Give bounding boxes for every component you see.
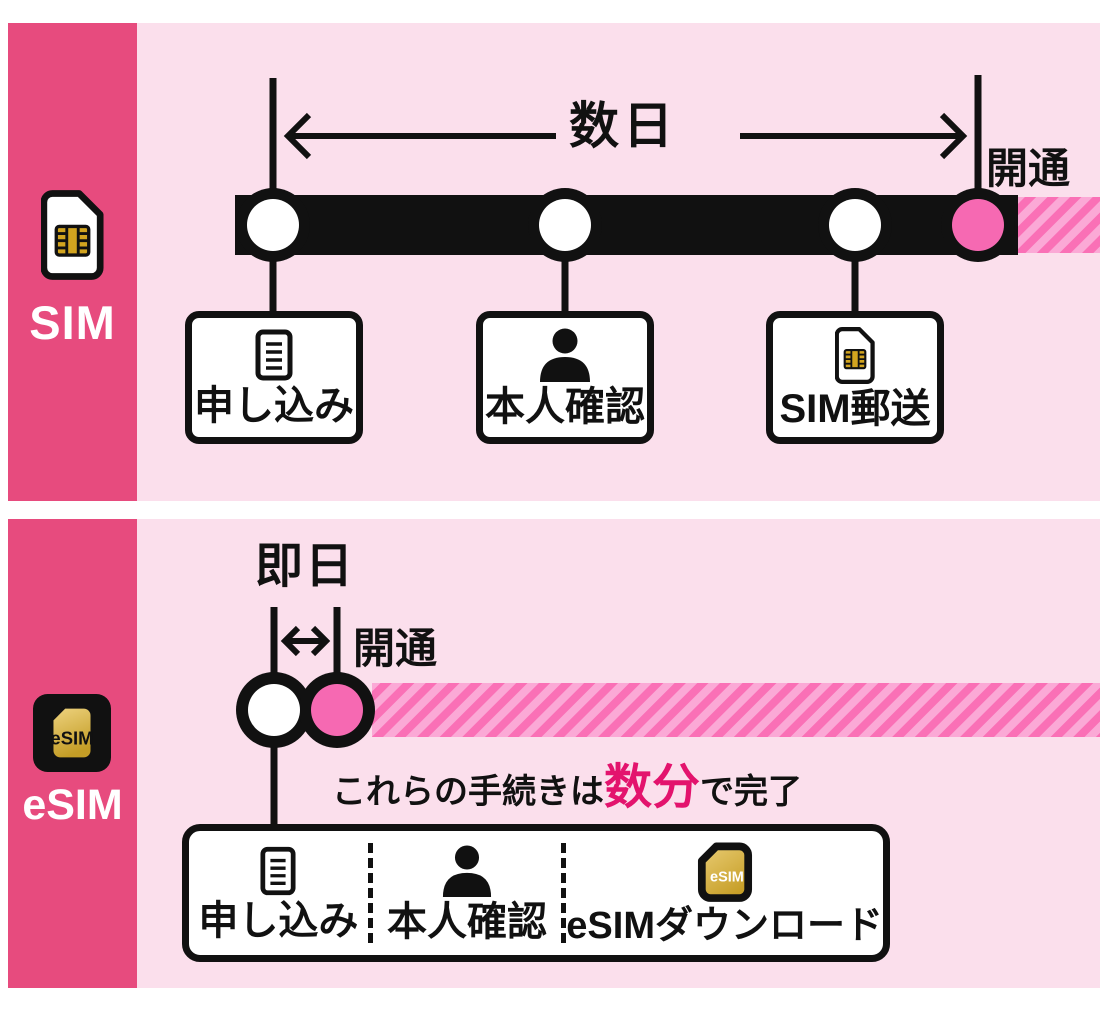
esim-card-icon: eSIM: [697, 842, 752, 902]
dashed-divider: [367, 843, 373, 943]
sim-step-apply: 申し込み: [185, 311, 363, 444]
step-label: eSIMダウンロード: [566, 904, 883, 947]
step-label: SIM郵送: [779, 386, 931, 431]
esim-activation-label: 開通: [353, 625, 438, 672]
person-icon: [540, 328, 590, 382]
sim-step-identity: 本人確認: [476, 311, 654, 444]
note-prefix: これらの手続きは: [332, 773, 604, 811]
esim-icon-text: eSIM: [710, 869, 744, 885]
esim-duration-label: 即日: [254, 540, 356, 593]
esim-steps-box: 申し込み 本人確認 eSIM eSIMダウンロード: [182, 824, 890, 962]
step-label: 申し込み: [194, 384, 354, 428]
sim-card-icon: [41, 190, 104, 280]
step-label: 申し込み: [198, 898, 359, 943]
dashed-divider: [561, 843, 567, 943]
esim-step-identity: 本人確認: [373, 831, 562, 955]
sim-step-mail: SIM郵送: [766, 311, 944, 444]
sim-activation-label: 開通: [986, 145, 1071, 192]
sim-card-icon: [835, 326, 875, 384]
esim-card-icon: eSIM: [33, 694, 111, 772]
document-icon: [255, 329, 293, 381]
esim-step-apply: 申し込み: [189, 831, 368, 955]
person-icon: [442, 844, 492, 897]
step-label: 本人確認: [387, 899, 547, 944]
note-highlight: 数分: [604, 761, 701, 814]
document-icon: [260, 846, 296, 895]
step-label: 本人確認: [485, 385, 645, 429]
sim-sidebar-label: SIM: [29, 296, 116, 349]
sim-duration-label: 数日: [569, 98, 677, 154]
esim-icon-text: eSIM: [50, 728, 93, 749]
esim-note: これらの手続きは数分で完了: [332, 764, 802, 812]
esim-sidebar-label: eSIM: [22, 781, 123, 829]
esim-step-download: eSIM eSIMダウンロード: [566, 831, 883, 955]
note-suffix: で完了: [700, 773, 803, 811]
